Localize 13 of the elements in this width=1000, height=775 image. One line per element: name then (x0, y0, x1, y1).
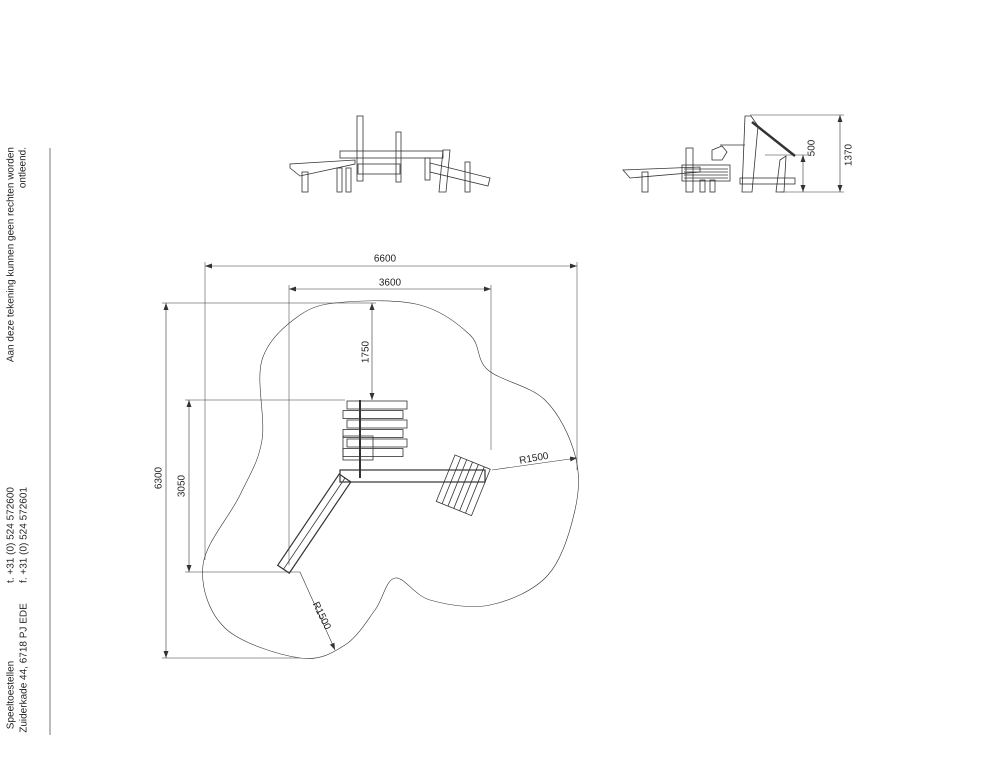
dimension-label: 1370 (843, 144, 855, 166)
company-tagline: Speeltoestellen (5, 660, 17, 730)
disclaimer-text: Aan deze tekening kunnen geen rechten worden ontleend. (6, 147, 28, 364)
phone-number: t. +31 (0) 524 572600 (5, 487, 17, 583)
address-text: Zuiderkade 44, 6718 PJ EDE (18, 603, 30, 733)
dimension-label: 500 (806, 140, 818, 156)
dimension-label: 6300 (153, 466, 165, 490)
radius-label: R1500 (518, 450, 550, 468)
dimension-label: 3050 (176, 474, 188, 498)
dimension-label: 3600 (378, 277, 402, 289)
fax-number: f. +31 (0) 524 572601 (18, 487, 30, 583)
dimension-label: 1750 (360, 340, 372, 364)
dimension-label: 6600 (374, 253, 396, 265)
